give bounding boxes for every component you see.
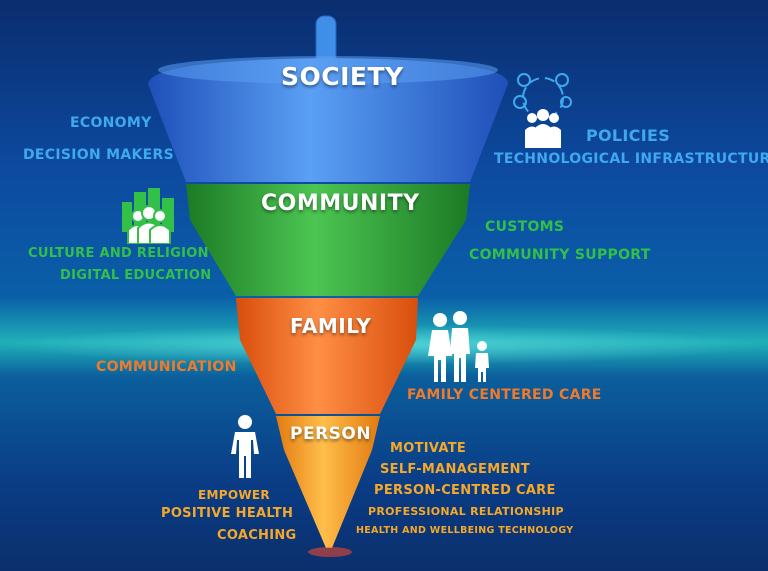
- person-segment: [276, 416, 380, 548]
- label-self-management: SELF-MANAGEMENT: [380, 462, 530, 477]
- level-title-society: SOCIETY: [281, 62, 404, 91]
- label-professional-relationship: PROFESSIONAL RELATIONSHIP: [368, 505, 564, 518]
- label-customs: CUSTOMS: [485, 219, 565, 235]
- label-digital-education: DIGITAL EDUCATION: [60, 268, 212, 283]
- family-icon: [428, 311, 489, 382]
- label-health-and-wellbeing-technology: HEALTH AND WELLBEING TECHNOLOGY: [356, 525, 574, 536]
- label-motivate: MOTIVATE: [390, 441, 467, 456]
- people-network-icon: [513, 73, 572, 148]
- funnel-tip-glow: [308, 547, 352, 557]
- label-economy: ECONOMY: [70, 115, 152, 131]
- society-rim: [158, 56, 498, 84]
- society-segment: [148, 58, 509, 182]
- level-title-community: COMMUNITY: [261, 191, 420, 216]
- label-family-centered-care: FAMILY CENTERED CARE: [407, 387, 602, 403]
- level-title-family: FAMILY: [290, 314, 372, 338]
- label-person-centred-care: PERSON-CENTRED CARE: [374, 483, 556, 498]
- label-community-support: COMMUNITY SUPPORT: [469, 247, 651, 263]
- label-positive-health: POSITIVE HEALTH: [161, 506, 294, 521]
- label-culture-and-religion: CULTURE AND RELIGION: [28, 246, 209, 261]
- label-communication: COMMUNICATION: [96, 359, 237, 375]
- community-segment: [186, 184, 470, 296]
- family-segment: [236, 298, 418, 414]
- person-icon: [231, 415, 259, 478]
- community-city-icon: [122, 188, 174, 244]
- level-title-person: PERSON: [290, 424, 372, 444]
- label-policies: POLICIES: [586, 126, 671, 145]
- label-empower: EMPOWER: [198, 488, 270, 502]
- label-decision-makers: DECISION MAKERS: [23, 147, 174, 163]
- label-technological-infrastructure: TECHNOLOGICAL INFRASTRUCTURE: [494, 151, 768, 167]
- label-coaching: COACHING: [217, 528, 297, 543]
